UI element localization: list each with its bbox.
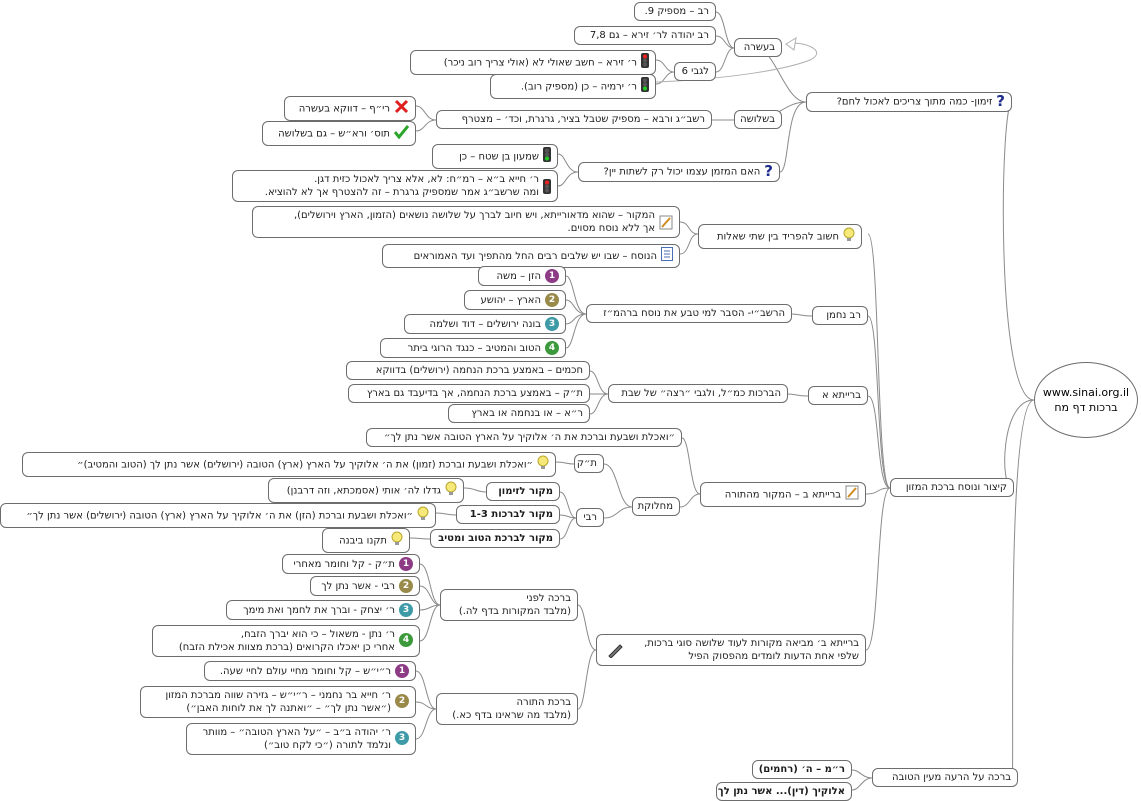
node-taik2[interactable]: ת״ק [574, 454, 604, 473]
traffic-light-red-icon [641, 53, 649, 72]
node-t3[interactable]: 3 ר׳ יהודה ב״ב – ״על הארץ הטובה״ – מוותר… [186, 723, 416, 755]
node-taik[interactable]: ת״ק – באמצע ברכת הנחמה, אך בדיעבד גם באר… [348, 384, 590, 403]
pencil-icon [659, 215, 673, 234]
node-rm[interactable]: ר״מ – ה׳ (רחמים) [752, 760, 852, 779]
node-kitzur[interactable]: קיצור ונוסח ברכת המזון [890, 478, 1014, 497]
root-node[interactable]: www.sinai.org.il ברכות דף מח [1034, 362, 1138, 438]
node-b10[interactable]: בעשרה [734, 38, 782, 57]
node-rhiya[interactable]: ר׳ חייא ב״א – רמ״ח: לא, אלא צריך לאכול כ… [232, 170, 558, 202]
node-habrachot[interactable]: הברכות כמ״ל, ולגבי ״רצה״ של שבת [608, 384, 788, 403]
lightbulb-icon [843, 227, 855, 246]
node-ryirmia[interactable]: ר׳ ירמיה – כן (מספיק רוב). [490, 74, 656, 99]
node-tikno[interactable]: תקנו ביבנה [322, 528, 410, 553]
number-3-icon: 3 [545, 317, 559, 331]
node-l3[interactable]: 3ר׳ יצחק - וברך את לחמך ואת מימך [226, 600, 420, 620]
lightbulb-icon [537, 455, 549, 474]
node-shimon[interactable]: שמעון בן שטח – כן [432, 144, 558, 169]
number-1-icon: 1 [545, 269, 559, 283]
node-rav-maspik9[interactable]: רב – מספיק 9. [634, 2, 716, 21]
number-4-icon: 4 [399, 633, 413, 647]
node-makor-tov[interactable]: מקור לברכת הטוב ומטיב [430, 529, 560, 548]
node-makor-3[interactable]: מקור לברכות 1-3 [456, 505, 560, 524]
node-zimun-question[interactable]: ?זימון- כמה מתוך צריכים לאכול לחם? [806, 92, 1012, 112]
root-url: www.sinai.org.il [1042, 386, 1130, 399]
number-2-icon: 2 [395, 694, 409, 708]
node-veachalta2[interactable]: ״ואכלת ושבעת וברכת (הזן) את ה׳ אלוקיך על… [0, 503, 436, 528]
green-check-icon [393, 124, 410, 143]
node-harashbi[interactable]: הרשב״י- הסבר למי טבע את נוסח ברהמ״ז [586, 304, 792, 323]
node-l2[interactable]: 2רבי - אשר נתן לך [310, 576, 420, 596]
node-makor-zimun[interactable]: מקור לזימון [486, 482, 560, 501]
node-t1[interactable]: 1ר״י״ש – קל וחומר מחיי עולם לחיי שעה. [204, 661, 416, 681]
node-nusach[interactable]: הנוסח – שבו יש שלבים רבים החל מהתפיך ועד… [382, 244, 680, 268]
node-l4[interactable]: 4 ר׳ נתן - משאול – כי הוא יברך הזבח, אחר… [152, 625, 420, 657]
node-b3[interactable]: בשלושה [734, 110, 782, 129]
node-boneh[interactable]: 3בונה ירושלים – דוד ושלמה [404, 314, 566, 334]
node-legabei6[interactable]: לגבי 6 [674, 62, 716, 81]
node-hakhamim[interactable]: חכמים – באמצע ברכת הנחמה (ירושלים) בדווק… [346, 361, 590, 380]
node-baraita-c[interactable]: ברייתא ב׳ מביאה מקורות לעוד שלושה סוגי ב… [596, 634, 866, 666]
node-l1[interactable]: 1ת״ק - קל וחומר מאחרי [282, 554, 420, 574]
red-cross-icon [394, 99, 409, 118]
node-baraita-a[interactable]: ברייתא א [808, 386, 868, 405]
node-haaretz[interactable]: 2הארץ – יהושע [464, 290, 566, 310]
question-icon: ? [764, 162, 773, 180]
node-machloket[interactable]: מחלוקת [632, 497, 680, 516]
pencil-icon [607, 643, 623, 662]
lightbulb-icon [417, 506, 429, 525]
node-lifnei[interactable]: ברכה לפני (מלבד המקורות בדף לה.) [440, 589, 578, 621]
node-hatov[interactable]: 4הטוב והמטיב – כנגד הרוגי ביתר [380, 338, 566, 358]
question-icon: ? [996, 92, 1005, 110]
node-rzeira[interactable]: ר׳ זירא – חשב שאולי לא (אולי צריך רוב ני… [410, 50, 656, 75]
root-title: ברכות דף מח [1054, 401, 1118, 414]
number-3-icon: 3 [399, 603, 413, 617]
node-tosfot[interactable]: תוס׳ ורא״ש – גם בשלושה [262, 121, 416, 146]
node-elokeikha[interactable]: אלוקיך (דין)... אשר נתן לך [716, 782, 852, 801]
lightbulb-icon [445, 481, 457, 500]
number-1-icon: 1 [399, 557, 413, 571]
number-4-icon: 4 [545, 341, 559, 355]
lightbulb-icon [391, 531, 403, 550]
traffic-light-green-icon [543, 147, 551, 166]
node-rav-nachman[interactable]: רב נחמן [812, 306, 868, 325]
node-rif[interactable]: רי״ף – דווקא בעשרה [284, 96, 416, 121]
number-2-icon: 2 [399, 579, 413, 593]
node-rabbi[interactable]: רבי [576, 508, 604, 527]
number-1-icon: 1 [395, 664, 409, 678]
node-veachalta[interactable]: ״ואכלת ושבעת וברכת את ה׳ אלוקיך על הארץ … [366, 428, 682, 447]
number-2-icon: 2 [545, 293, 559, 307]
node-hamezamen[interactable]: ?האם המזמן עצמו יכול רק לשתות יין? [578, 162, 780, 182]
node-raa[interactable]: ר״א – או בנחמה או בארץ [448, 404, 590, 423]
node-t2[interactable]: 2 ר׳ חייא בר נחמני – ר״י״ש – גזירה שווה … [140, 686, 416, 718]
node-hashuv[interactable]: חשוב להפריד בין שתי שאלות [698, 224, 862, 249]
number-3-icon: 3 [395, 731, 409, 745]
traffic-light-red-icon [543, 179, 551, 198]
node-makor[interactable]: המקור – שהוא מדאורייתא, ויש חיוב לברך על… [252, 206, 680, 238]
node-baraita-b[interactable]: ברייתא ב – המקור מהתורה [700, 482, 866, 507]
node-gadlu[interactable]: גדלו לה׳ אותי (אסמכתא, וזה דרבנן) [268, 478, 464, 503]
traffic-light-green-icon [641, 77, 649, 96]
node-torah[interactable]: ברכת התורה (מלבד מה שראינו בדף כא.) [436, 693, 578, 725]
node-hazan[interactable]: 1הזן – משה [478, 266, 566, 286]
node-haraa[interactable]: ברכה על הרעה מעין הטובה [872, 768, 1018, 787]
node-rashbag[interactable]: רשב״ג ורבא – מספיק שטבל בציר, גרגרת, וכד… [436, 110, 712, 129]
node-taik2-text[interactable]: ״ואכלת ושבעת וברכת (זמון) את ה׳ אלוקיך ע… [22, 452, 556, 477]
list-icon [661, 247, 673, 265]
pencil-icon [845, 485, 859, 504]
node-rav-yehuda[interactable]: רב יהודה לר׳ זירא – גם 7,8 [574, 26, 716, 45]
